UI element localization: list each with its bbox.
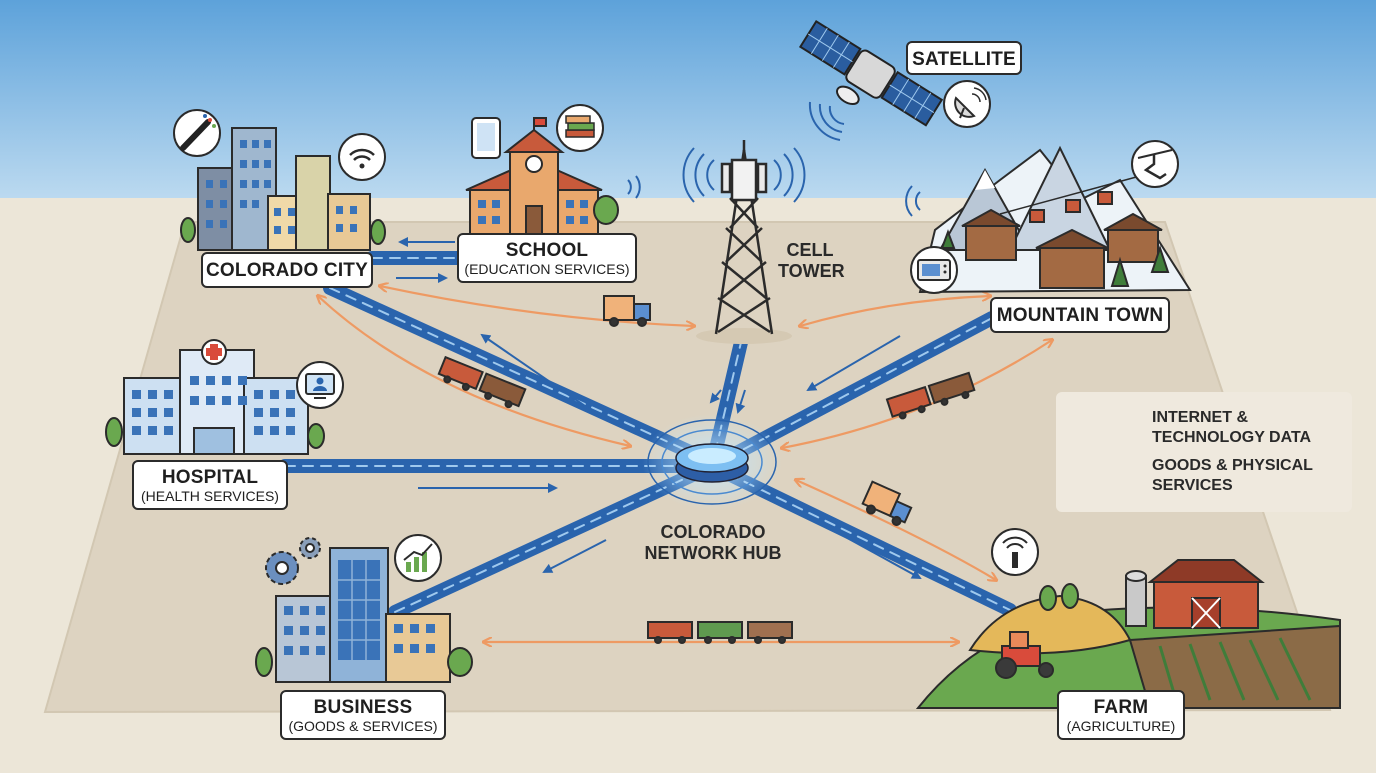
growth-chart-icon (394, 534, 442, 582)
tractor-icon (995, 631, 1054, 679)
ski-lift-icon (1131, 140, 1179, 188)
farm-label: FARM (AGRICULTURE) (1057, 690, 1185, 740)
hub-line2: NETWORK HUB (644, 543, 782, 563)
hospital-building (105, 339, 325, 455)
legend-goods-line2: SERVICES (1152, 477, 1233, 494)
network-hub (642, 414, 782, 510)
legend-goods-label: GOODS & PHYSICAL SERVICES (1152, 456, 1348, 496)
tablet-icon (471, 117, 501, 159)
farm-subtitle: (AGRICULTURE) (1066, 718, 1176, 734)
cell-tower-line1: CELL (786, 240, 834, 260)
colorado-city-title: COLORADO CITY (206, 260, 368, 281)
school-label: SCHOOL (EDUCATION SERVICES) (457, 233, 637, 283)
wireless-sensor-icon (991, 528, 1039, 576)
truck-icon (861, 480, 913, 526)
legend-data-label: INTERNET & TECHNOLOGY DATA (1152, 408, 1348, 448)
legend-data-line1: INTERNET & (1152, 409, 1248, 426)
legend: INTERNET & TECHNOLOGY DATA GOODS & PHYSI… (1056, 392, 1352, 512)
business-subtitle: (GOODS & SERVICES) (288, 718, 438, 734)
medical-monitor-icon (296, 361, 344, 409)
school-subtitle: (EDUCATION SERVICES) (464, 261, 630, 277)
business-buildings (255, 547, 473, 683)
farm-title: FARM (1093, 697, 1149, 718)
hub-line1: COLORADO (660, 522, 766, 542)
mountain-town-title: MOUNTAIN TOWN (996, 305, 1164, 326)
hospital-title: HOSPITAL (161, 467, 259, 488)
satellite (798, 19, 944, 127)
colorado-city-buildings (180, 127, 386, 251)
goods-arrows (318, 286, 1052, 642)
school-title: SCHOOL (505, 240, 589, 261)
mountain-town-label: MOUNTAIN TOWN (990, 297, 1170, 333)
legend-goods-line1: GOODS & PHYSICAL (1152, 457, 1313, 474)
fiber-cable-icon (173, 109, 221, 157)
hospital-subtitle: (HEALTH SERVICES) (141, 488, 279, 504)
mountain-town (905, 145, 1192, 294)
wifi-icon (338, 133, 386, 181)
train-icon (647, 621, 793, 644)
microwave-icon (910, 246, 958, 294)
legend-item-data: INTERNET & TECHNOLOGY DATA (1056, 406, 1352, 454)
cell-tower-label: CELL TOWER (778, 240, 845, 282)
legend-data-line2: TECHNOLOGY DATA (1152, 429, 1312, 446)
gears-icon (265, 537, 321, 585)
school-building (465, 117, 641, 235)
satellite-title: SATELLITE (912, 49, 1016, 70)
truck-icon (603, 295, 651, 327)
satellite-signal (808, 101, 845, 141)
business-title: BUSINESS (313, 697, 413, 718)
train-icon (437, 355, 527, 409)
cell-tower (682, 140, 806, 344)
legend-item-goods: GOODS & PHYSICAL SERVICES (1056, 456, 1352, 504)
satellite-label: SATELLITE (906, 41, 1022, 75)
hospital-label: HOSPITAL (HEALTH SERVICES) (132, 460, 288, 510)
books-icon (556, 104, 604, 152)
cell-tower-line2: TOWER (778, 261, 845, 281)
satellite-dish-icon (943, 80, 991, 128)
colorado-city-label: COLORADO CITY (201, 252, 373, 288)
train-icon (885, 371, 976, 420)
hub-label: COLORADO NETWORK HUB (630, 522, 796, 564)
business-label: BUSINESS (GOODS & SERVICES) (280, 690, 446, 740)
